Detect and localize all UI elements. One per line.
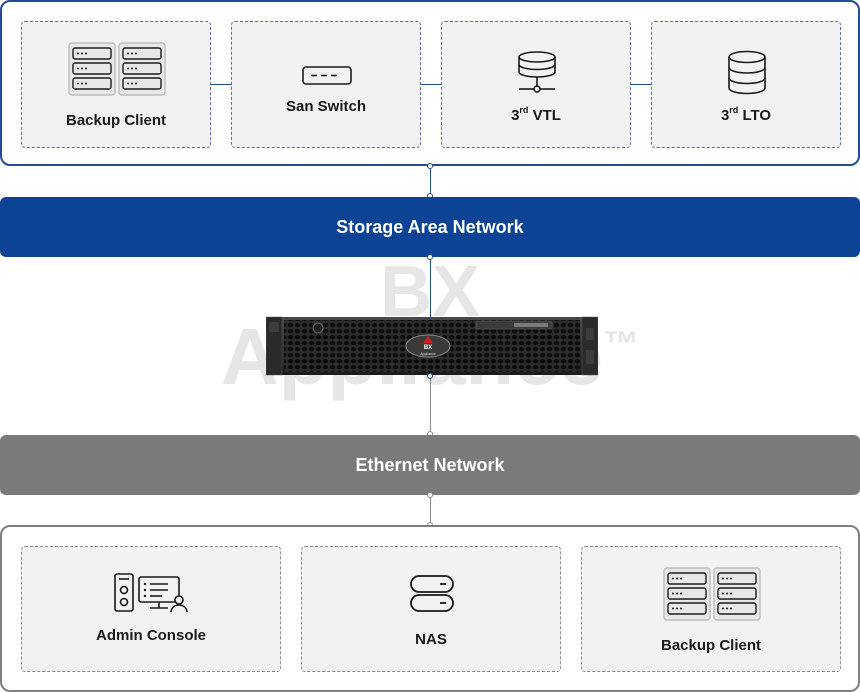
ethernet-network-band: Ethernet Network bbox=[0, 435, 860, 495]
admin-console-icon bbox=[114, 573, 188, 613]
nas-icon bbox=[410, 575, 454, 612]
san-switch-card[interactable]: San Switch bbox=[231, 21, 421, 148]
server-rack-icon bbox=[68, 42, 166, 96]
card-label: 3rd VTL bbox=[511, 105, 561, 124]
band-label: Storage Area Network bbox=[336, 216, 524, 237]
admin-console-card[interactable]: Admin Console bbox=[21, 546, 281, 672]
link-node bbox=[427, 373, 433, 379]
nas-card[interactable]: NAS bbox=[301, 546, 561, 672]
storage-area-network-band: Storage Area Network bbox=[0, 197, 860, 257]
database-network-icon bbox=[518, 51, 556, 93]
card-label: Backup Client bbox=[65, 112, 167, 129]
top-devices-panel: Backup Client San Switch 3rd VTL bbox=[0, 0, 860, 166]
appliance-san-line bbox=[430, 257, 431, 317]
eth-link-line bbox=[430, 495, 431, 525]
badge-line2: Appliance bbox=[420, 352, 435, 356]
bottom-devices-panel: Admin Console NAS bbox=[0, 525, 860, 692]
band-label: Ethernet Network bbox=[355, 454, 505, 475]
link-node bbox=[427, 254, 433, 260]
vtl-card[interactable]: 3rd VTL bbox=[441, 21, 631, 148]
badge-line1: BX bbox=[424, 345, 432, 351]
card-label: NAS bbox=[415, 631, 447, 648]
lto-card[interactable]: 3rd LTO bbox=[651, 21, 841, 148]
card-label: San Switch bbox=[285, 98, 367, 115]
connector-line bbox=[420, 84, 443, 85]
connector-line bbox=[630, 84, 653, 85]
database-icon bbox=[728, 50, 766, 95]
card-label: 3rd LTO bbox=[720, 105, 772, 124]
backup-client-card-bottom[interactable]: Backup Client bbox=[581, 546, 841, 672]
link-node bbox=[427, 163, 433, 169]
backup-client-card-top[interactable]: Backup Client bbox=[21, 21, 211, 148]
bx-appliance-server-image: BX Appliance bbox=[266, 316, 598, 376]
link-node bbox=[427, 492, 433, 498]
san-link-line bbox=[430, 166, 431, 197]
server-rack-icon bbox=[663, 567, 761, 621]
appliance-eth-line bbox=[430, 376, 431, 435]
connector-line bbox=[210, 84, 233, 85]
network-switch-icon bbox=[302, 66, 352, 85]
card-label: Backup Client bbox=[660, 637, 762, 654]
card-label: Admin Console bbox=[95, 627, 206, 644]
